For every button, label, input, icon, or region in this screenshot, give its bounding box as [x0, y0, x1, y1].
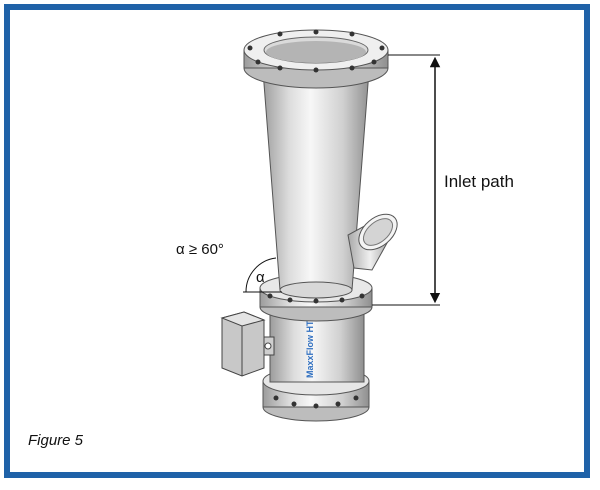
angle-symbol: α [256, 269, 265, 286]
angle-label: α ≥ 60° [176, 241, 224, 258]
connector-box [220, 311, 275, 377]
sensor-body: MaxxFlow HTC [269, 309, 365, 383]
inlet-path-dimension [372, 54, 441, 306]
product-label: MaxxFlow HTC [305, 313, 315, 378]
top-flange [243, 29, 389, 89]
inlet-pipe [261, 57, 371, 299]
side-inlet [347, 213, 398, 271]
angle-annotation [243, 257, 282, 293]
inlet-path-label: Inlet path [444, 172, 514, 191]
figure-caption: Figure 5 [28, 432, 84, 449]
